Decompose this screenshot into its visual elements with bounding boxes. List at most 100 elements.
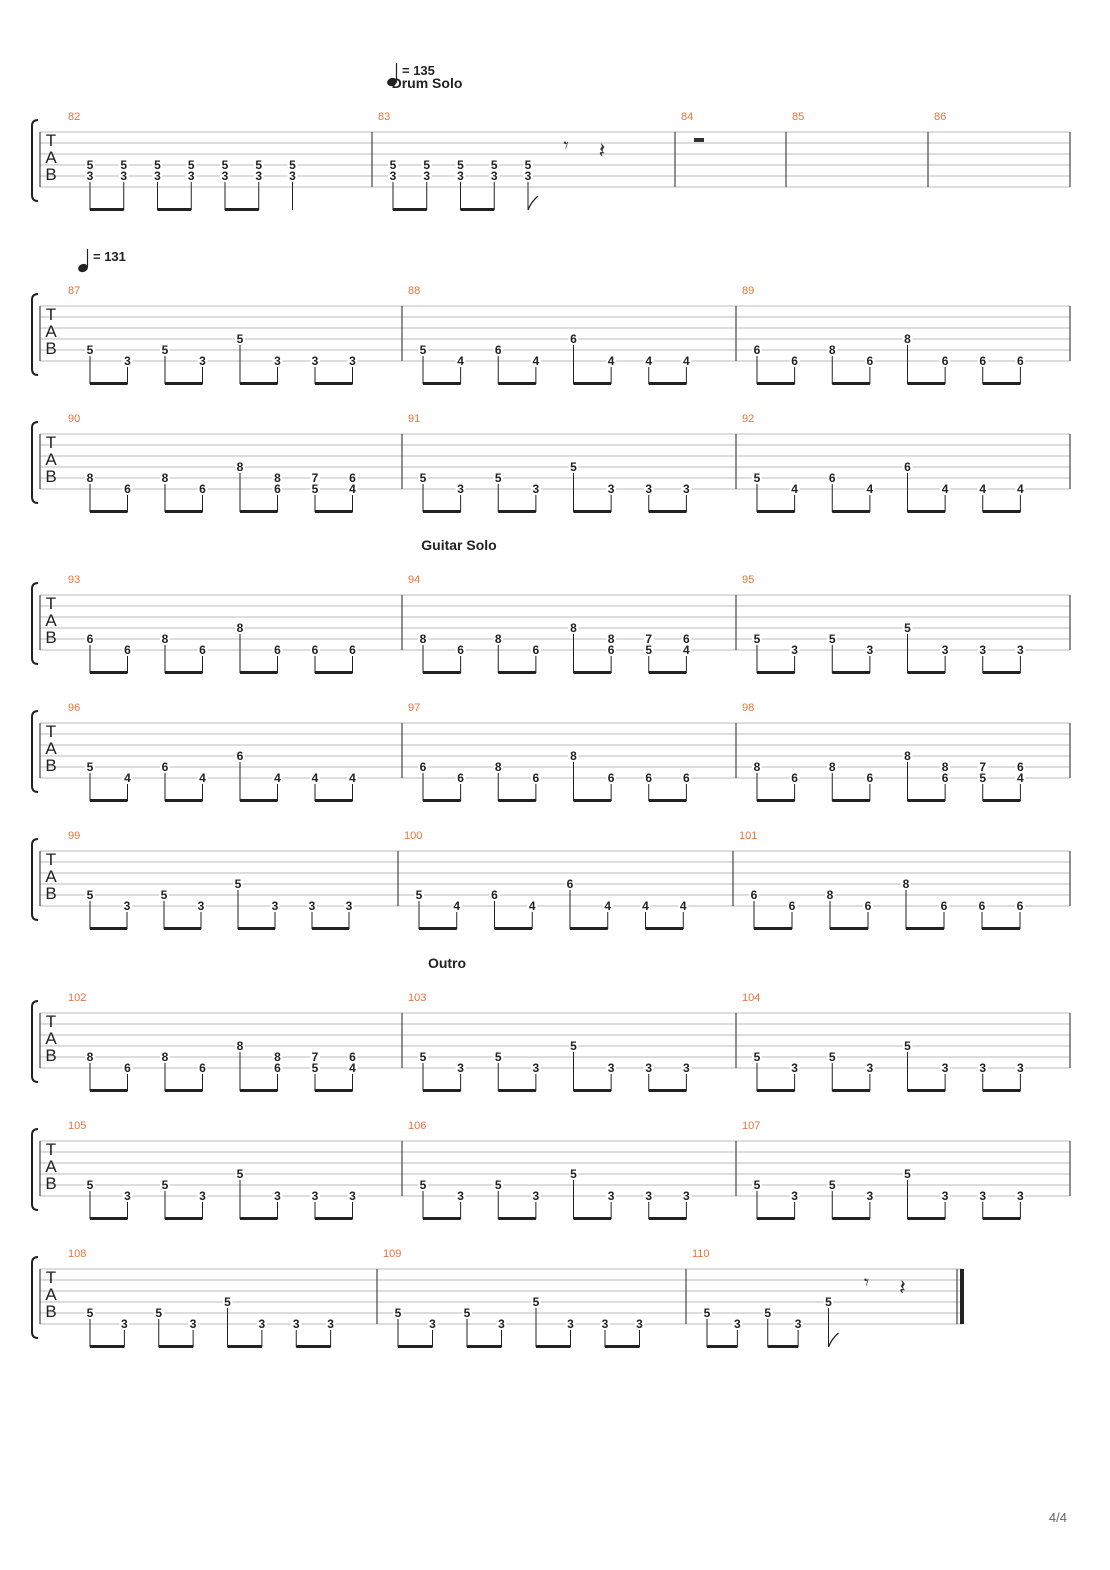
- beam: [423, 1217, 461, 1220]
- beam: [423, 1089, 461, 1092]
- beam: [90, 671, 128, 674]
- system-bracket: [31, 1128, 39, 1211]
- beam: [648, 671, 687, 674]
- fret-number: 3: [259, 1317, 266, 1331]
- fret-number: 3: [1017, 1061, 1024, 1075]
- fret-number: 3: [120, 169, 127, 183]
- system-bracket: [31, 293, 39, 376]
- beam: [832, 382, 870, 385]
- fret-number: 6: [570, 332, 577, 346]
- beam: [648, 1217, 687, 1220]
- fret-number: 6: [754, 343, 761, 357]
- beam: [757, 1217, 795, 1220]
- fret-number: 3: [309, 899, 316, 913]
- fret-number: 4: [533, 354, 540, 368]
- tab-clef-letter: A: [45, 322, 57, 341]
- beam: [907, 799, 946, 802]
- fret-number: 8: [274, 1050, 281, 1064]
- beam: [165, 382, 203, 385]
- fret-number: 3: [942, 643, 949, 657]
- fret-number: 6: [457, 643, 464, 657]
- beam: [767, 1345, 799, 1348]
- fret-number: 6: [199, 482, 206, 496]
- beam: [648, 510, 687, 513]
- beam: [240, 1089, 278, 1092]
- fret-number: 6: [349, 471, 356, 485]
- fret-number: 5: [237, 332, 244, 346]
- fret-number: 5: [162, 1178, 169, 1192]
- tab-clef-letter: A: [45, 1029, 57, 1048]
- fret-number: 5: [224, 1295, 231, 1309]
- fret-number: 6: [457, 771, 464, 785]
- fret-number: 3: [327, 1317, 334, 1331]
- fret-number: 4: [457, 354, 464, 368]
- fret-number: 6: [942, 771, 949, 785]
- fret-number: 4: [199, 771, 206, 785]
- beam: [982, 510, 1021, 513]
- fret-number: 3: [608, 482, 615, 496]
- fret-number: 5: [423, 158, 430, 172]
- fret-number: 4: [604, 899, 611, 913]
- fret-number: 6: [942, 354, 949, 368]
- fret-number: 3: [124, 899, 131, 913]
- beam: [648, 382, 687, 385]
- fret-number: 8: [87, 471, 94, 485]
- fret-number: 5: [904, 621, 911, 635]
- fret-number: 8: [827, 888, 834, 902]
- fret-number: 3: [608, 1061, 615, 1075]
- tempo-mark: = 131: [93, 249, 126, 264]
- fret-number: 4: [867, 482, 874, 496]
- fret-number: 5: [754, 632, 761, 646]
- fret-number: 8: [608, 632, 615, 646]
- fret-number: 3: [867, 1061, 874, 1075]
- fret-number: 8: [904, 332, 911, 346]
- fret-number: 3: [154, 169, 161, 183]
- fret-number: 6: [420, 760, 427, 774]
- fret-number: 3: [533, 482, 540, 496]
- fret-number: 6: [979, 354, 986, 368]
- bar-number: 101: [739, 830, 757, 842]
- quarter-note-icon: [387, 77, 397, 87]
- fret-number: 5: [395, 1306, 402, 1320]
- fret-number: 5: [829, 1050, 836, 1064]
- quarter-rest-icon: 𝄽: [599, 138, 606, 163]
- beam: [423, 382, 461, 385]
- system-bracket: [31, 1000, 39, 1083]
- beam: [165, 1217, 203, 1220]
- tab-clef-letter: A: [45, 739, 57, 758]
- beam: [982, 1217, 1021, 1220]
- fret-number: 8: [87, 1050, 94, 1064]
- beam: [165, 799, 203, 802]
- fret-number: 8: [903, 877, 910, 891]
- bar-number: 94: [408, 574, 420, 586]
- fret-number: 4: [608, 354, 615, 368]
- fret-number: 5: [87, 343, 94, 357]
- fret-number: 6: [567, 877, 574, 891]
- fret-number: 3: [867, 1189, 874, 1203]
- tab-clef-letter: T: [46, 433, 56, 452]
- fret-number: 3: [533, 1061, 540, 1075]
- beam: [605, 1345, 640, 1348]
- tab-clef-letter: B: [45, 628, 56, 647]
- fret-number: 3: [533, 1189, 540, 1203]
- beam: [707, 1345, 738, 1348]
- fret-number: 6: [199, 1061, 206, 1075]
- fret-number: 6: [683, 632, 690, 646]
- fret-number: 3: [1017, 643, 1024, 657]
- fret-number: 5: [120, 158, 127, 172]
- beam: [240, 382, 278, 385]
- fret-number: 5: [754, 1050, 761, 1064]
- fret-number: 3: [312, 1189, 319, 1203]
- beam: [832, 671, 870, 674]
- fret-number: 5: [155, 1306, 162, 1320]
- fret-number: 4: [979, 482, 986, 496]
- beam: [90, 510, 128, 513]
- fret-number: 5: [904, 1167, 911, 1181]
- tab-clef-letter: B: [45, 884, 56, 903]
- fret-number: 3: [190, 1317, 197, 1331]
- beam: [757, 382, 795, 385]
- fret-number: 6: [312, 643, 319, 657]
- fret-number: 3: [791, 643, 798, 657]
- fret-number: 3: [567, 1317, 574, 1331]
- section-label: Outro: [428, 955, 466, 971]
